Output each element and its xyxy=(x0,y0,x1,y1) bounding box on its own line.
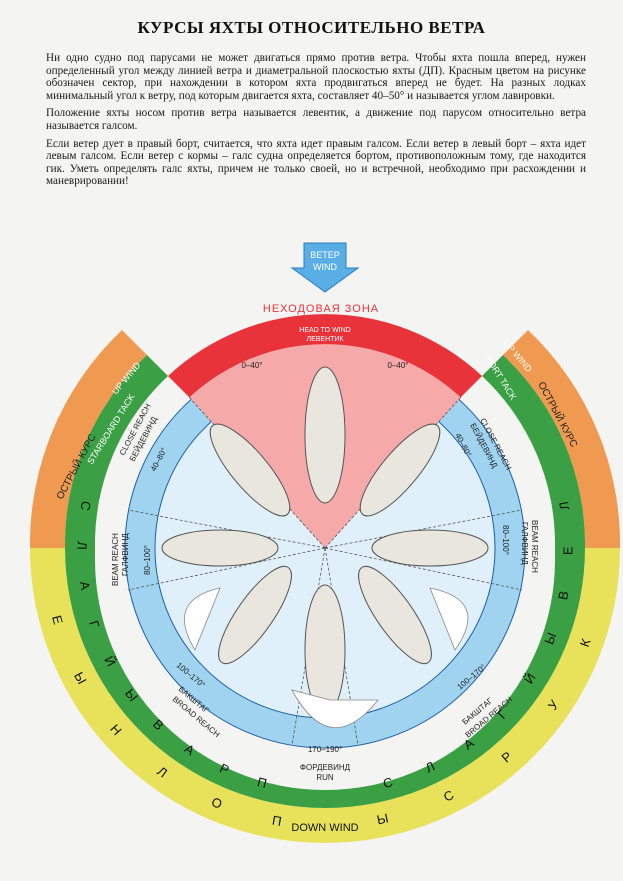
nogo-angle-left: 0–40° xyxy=(242,361,263,370)
leventik-label: ЛЕВЕНТИК xyxy=(306,336,344,343)
sails xyxy=(184,587,469,728)
down-wind-label: DOWN WIND xyxy=(291,822,358,834)
wind-label-en: WIND xyxy=(313,262,337,272)
run-label-ru: ФОРДЕВИНД xyxy=(300,763,351,772)
kursy-letter-4: Ы xyxy=(375,810,389,827)
left-tack-letter-3: Ы xyxy=(541,630,559,646)
boat-broad-right xyxy=(358,565,432,665)
boat-close-left xyxy=(209,423,291,517)
beam-reach-right-angle: 80–100° xyxy=(501,525,510,555)
beam-reach-right-ru: ГАЛФВИНД xyxy=(520,522,529,565)
orange-band-right xyxy=(503,330,621,548)
boat-close-right xyxy=(359,423,441,517)
nogo-angle-right: 0–40° xyxy=(388,361,409,370)
boat-head-to-wind xyxy=(304,366,346,504)
intro-text: Ни одно судно под парусами не может двиг… xyxy=(46,52,586,193)
wind-arrow: ВЕТЕР WIND xyxy=(290,242,360,293)
run-angle: 170–190° xyxy=(308,745,342,754)
boat-beam-right xyxy=(371,529,489,567)
paragraph-1: Ни одно судно под парусами не может двиг… xyxy=(46,52,586,102)
polny-letter-0: П xyxy=(271,813,283,829)
green-band-right xyxy=(325,355,586,808)
run-label-en: RUN xyxy=(316,773,334,782)
beam-reach-left-en: BEAM REACH xyxy=(111,533,120,586)
nogo-band xyxy=(168,314,482,397)
right-tack-letter-0: П xyxy=(256,774,269,791)
nogo-zone-label: НЕХОДОВАЯ ЗОНА xyxy=(263,303,379,315)
page-title: КУРСЫ ЯХТЫ ОТНОСИТЕЛЬНО ВЕТРА xyxy=(137,18,486,37)
right-tack-letter-6: Г xyxy=(86,619,102,630)
beam-reach-right-en: BEAM REACH xyxy=(530,520,539,573)
beam-reach-left-ru: ГАЛФВИНД xyxy=(121,533,130,576)
left-tack-letter-0: Л xyxy=(556,500,572,511)
green-band-left xyxy=(64,355,326,808)
head-to-wind-label: HEAD TO WIND xyxy=(299,327,350,334)
paragraph-3: Если ветер дует в правый борт, считается… xyxy=(46,137,586,188)
right-tack-letter-7: А xyxy=(77,580,93,591)
beam-reach-left-angle: 80–100° xyxy=(143,545,152,575)
left-tack-letter-1: Е xyxy=(560,546,575,555)
right-tack-letter-9: С xyxy=(78,500,94,512)
yellow-band xyxy=(30,548,620,843)
left-tack-letter-8: С xyxy=(381,774,394,791)
paragraph-2: Положение яхты носом против ветра называ… xyxy=(46,107,586,132)
left-tack-letter-2: В xyxy=(555,590,571,601)
orange-band-left xyxy=(29,330,147,548)
polny-letter-5: Е xyxy=(49,614,66,627)
boat-beam-left xyxy=(161,529,279,567)
boat-broad-left xyxy=(218,565,292,665)
right-tack-letter-8: Л xyxy=(75,541,90,550)
boats xyxy=(161,366,489,716)
wind-label-ru: ВЕТЕР xyxy=(310,250,340,260)
